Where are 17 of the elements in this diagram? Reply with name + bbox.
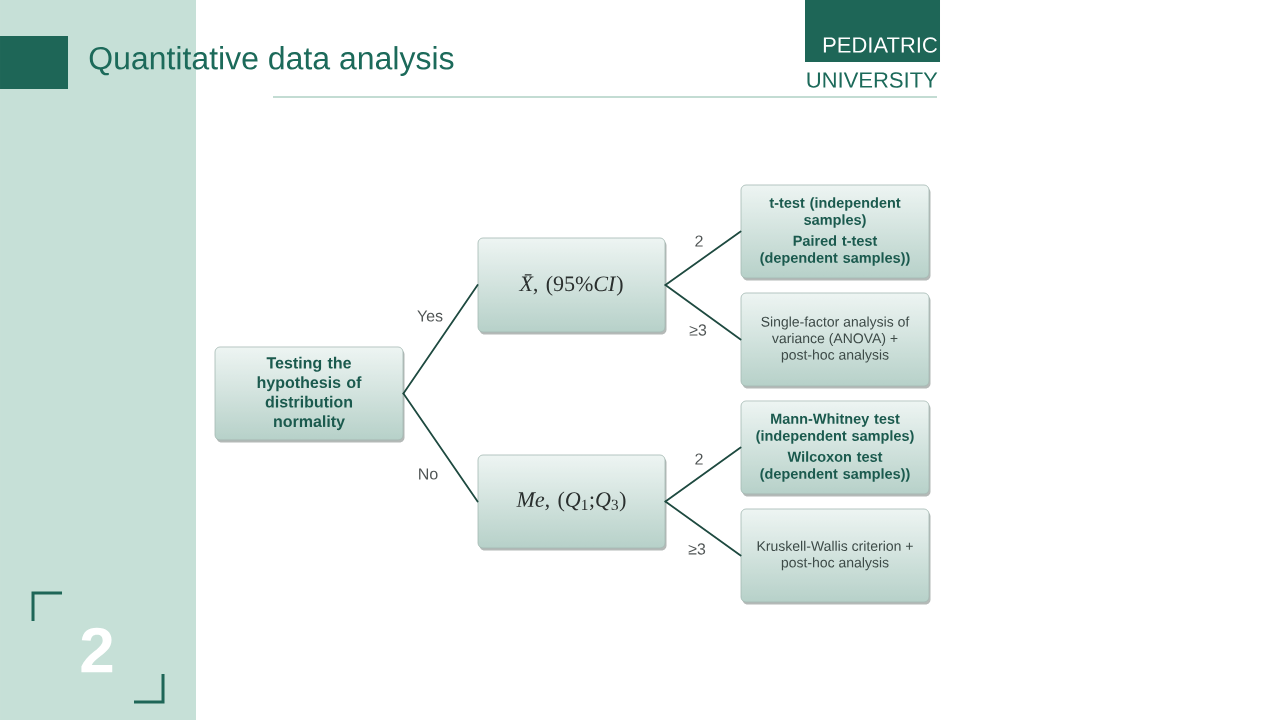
edge-label: 2: [693, 234, 705, 248]
edge-label: No: [416, 467, 440, 481]
edge-label: ≥3: [688, 323, 708, 337]
result-box: Mann-Whitney test (independent samples) Wilcoxon test (dependent samples)): [740, 400, 931, 497]
result-box: t-test (independent samples) Paired t-test (dependent samples)): [740, 184, 931, 281]
question-box: Testing the hypothesis of distribution normality: [214, 346, 405, 443]
edge-label: 2: [693, 452, 705, 466]
edge-label: Yes: [415, 309, 445, 323]
statistic-box: Me, (Q$_{1}$;Q$_{3}$): [477, 454, 667, 551]
result-box: Single-factor analysis of variance (ANOVA) + post-hoc analysis: [740, 292, 931, 389]
header-box: PEDIATRIC: [805, 0, 940, 62]
result-box: Kruskell-Wallis criterion + post-hoc analysis: [740, 508, 931, 605]
statistic-box: X̄, (95%CI): [477, 237, 667, 335]
slide-number: 2: [81, 627, 113, 673]
title: Quantitative data analysis: [89, 46, 454, 76]
edge-label: ≥3: [687, 542, 707, 556]
header-text: UNIVERSITY: [807, 72, 938, 88]
